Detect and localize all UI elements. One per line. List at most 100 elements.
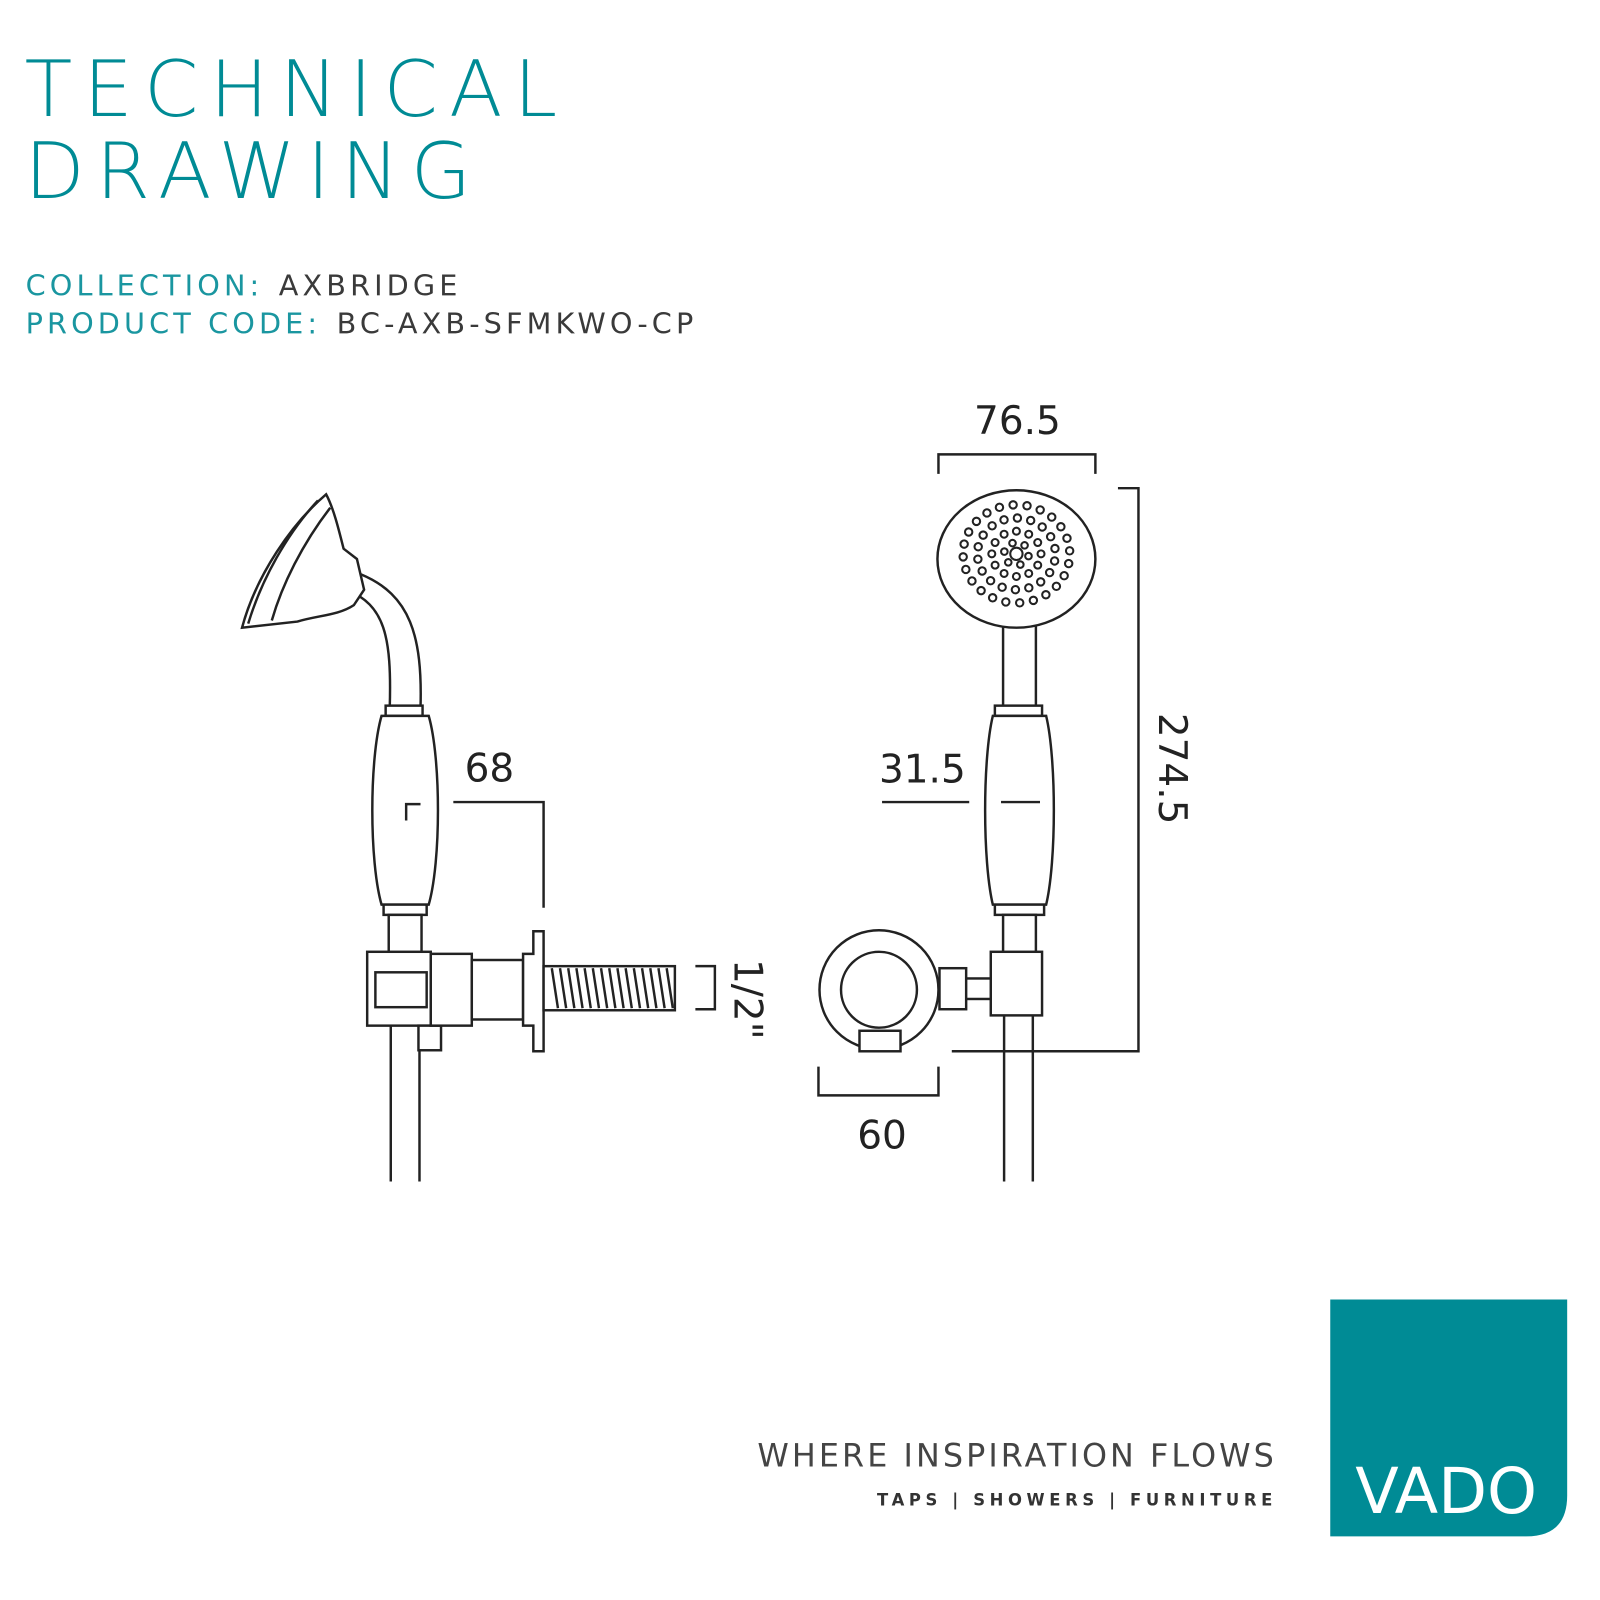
nozzle [1033,560,1043,570]
dimension-label-76-5: 76.5 [974,399,1061,444]
thread-line [599,968,609,1009]
nozzle [1049,556,1060,566]
dimension-76-5: 76.5 [937,399,1097,474]
nozzle [999,568,1009,578]
thread-line [624,968,634,1009]
thread-line [575,968,584,1009]
brand-categories: TAPS | SHOWERS | FURNITURE [877,1491,1277,1511]
nozzle [1020,541,1029,550]
nozzle [1062,533,1072,543]
nozzle [967,576,977,586]
nozzle [1008,538,1017,548]
thread-line [632,968,642,1009]
dimension-68: 68 [453,747,545,908]
nozzle [987,549,997,559]
nozzle [1009,546,1024,562]
nozzle [1056,522,1066,532]
nozzle [1059,570,1069,581]
thread-line [657,968,666,1009]
thread-line [665,968,675,1009]
thread-line [583,968,592,1009]
nozzle [1016,560,1025,569]
nozzle [1033,538,1043,548]
shower-head-side [240,492,366,630]
nozzle [1037,522,1047,532]
wall-bracket-front [989,950,1044,1017]
nozzle [977,566,987,576]
brand-tagline: WHERE INSPIRATION FLOWS [757,1438,1277,1475]
thread-line [616,968,625,1009]
dimension-label-thread: 1/2" [724,959,769,1040]
nozzle [1025,515,1036,526]
dimension-thread: 1/2" [695,959,769,1040]
dimension-31-5: 31.5 [879,748,970,804]
nozzle [1036,549,1046,559]
dimension-label-68: 68 [465,747,515,792]
nozzle [1000,547,1009,556]
thread-line [649,968,658,1009]
nozzle [958,552,968,562]
nozzle [1045,531,1056,542]
nozzle [1010,584,1021,595]
thread-line [591,968,601,1009]
nozzle [1063,558,1074,569]
collection-label: COLLECTION: [26,268,264,302]
thread-line [566,968,576,1009]
thread-line [640,968,650,1009]
nozzle [1024,583,1034,593]
dimension-label-60: 60 [857,1114,907,1159]
nozzle [1035,577,1046,587]
nozzle [973,554,983,564]
nozzle [1012,513,1023,523]
nozzle [1047,512,1057,522]
nozzle [963,527,974,537]
dimension-label-274-5: 274.5 [1149,713,1194,825]
nozzle [978,530,988,540]
nozzle [1011,526,1021,536]
wall-flange [521,930,545,1053]
nozzle [1050,543,1060,554]
thread-line [558,968,568,1009]
nozzle [1028,595,1039,606]
nozzle [976,585,986,596]
front-view [818,489,1097,1182]
nozzle [971,516,982,527]
nozzle [1022,501,1032,511]
nozzle [1001,597,1011,607]
nozzle [1064,546,1075,556]
nozzle [999,529,1009,539]
page-title-line1: TECHNICAL [25,45,569,135]
nozzle [1011,571,1021,582]
nozzle [997,582,1007,592]
nozzle [990,560,1000,570]
dimension-label-31-5: 31.5 [879,748,966,793]
nozzle-pattern [958,500,1075,608]
handle-front [983,714,1056,906]
logo-text: VADO [1355,1454,1537,1528]
page-title-line2: DRAWING [25,127,483,217]
nozzle [1024,551,1033,561]
nozzle [1024,568,1034,578]
collection-line: COLLECTION: AXBRIDGE [26,268,462,302]
nozzle [1014,598,1025,608]
nozzle [1035,505,1045,515]
nozzle [994,502,1005,513]
nozzle [961,564,971,575]
dimension-274-5: 274.5 [951,486,1194,1053]
nozzle [987,521,997,531]
nozzle [1044,567,1055,578]
thread-line [608,968,617,1009]
dimension-60: 60 [817,1066,940,1159]
nozzle [1003,558,1013,567]
nozzle [959,539,969,549]
side-view [240,492,677,1182]
nozzle [1041,590,1051,600]
collection-value: AXBRIDGE [279,268,462,302]
nozzle [990,538,1000,548]
nozzle [1051,581,1062,592]
nozzle [985,576,996,586]
product-code-value: BC-AXB-SFMKWO-CP [337,306,698,340]
nozzle [973,542,983,552]
nozzle [987,593,998,603]
